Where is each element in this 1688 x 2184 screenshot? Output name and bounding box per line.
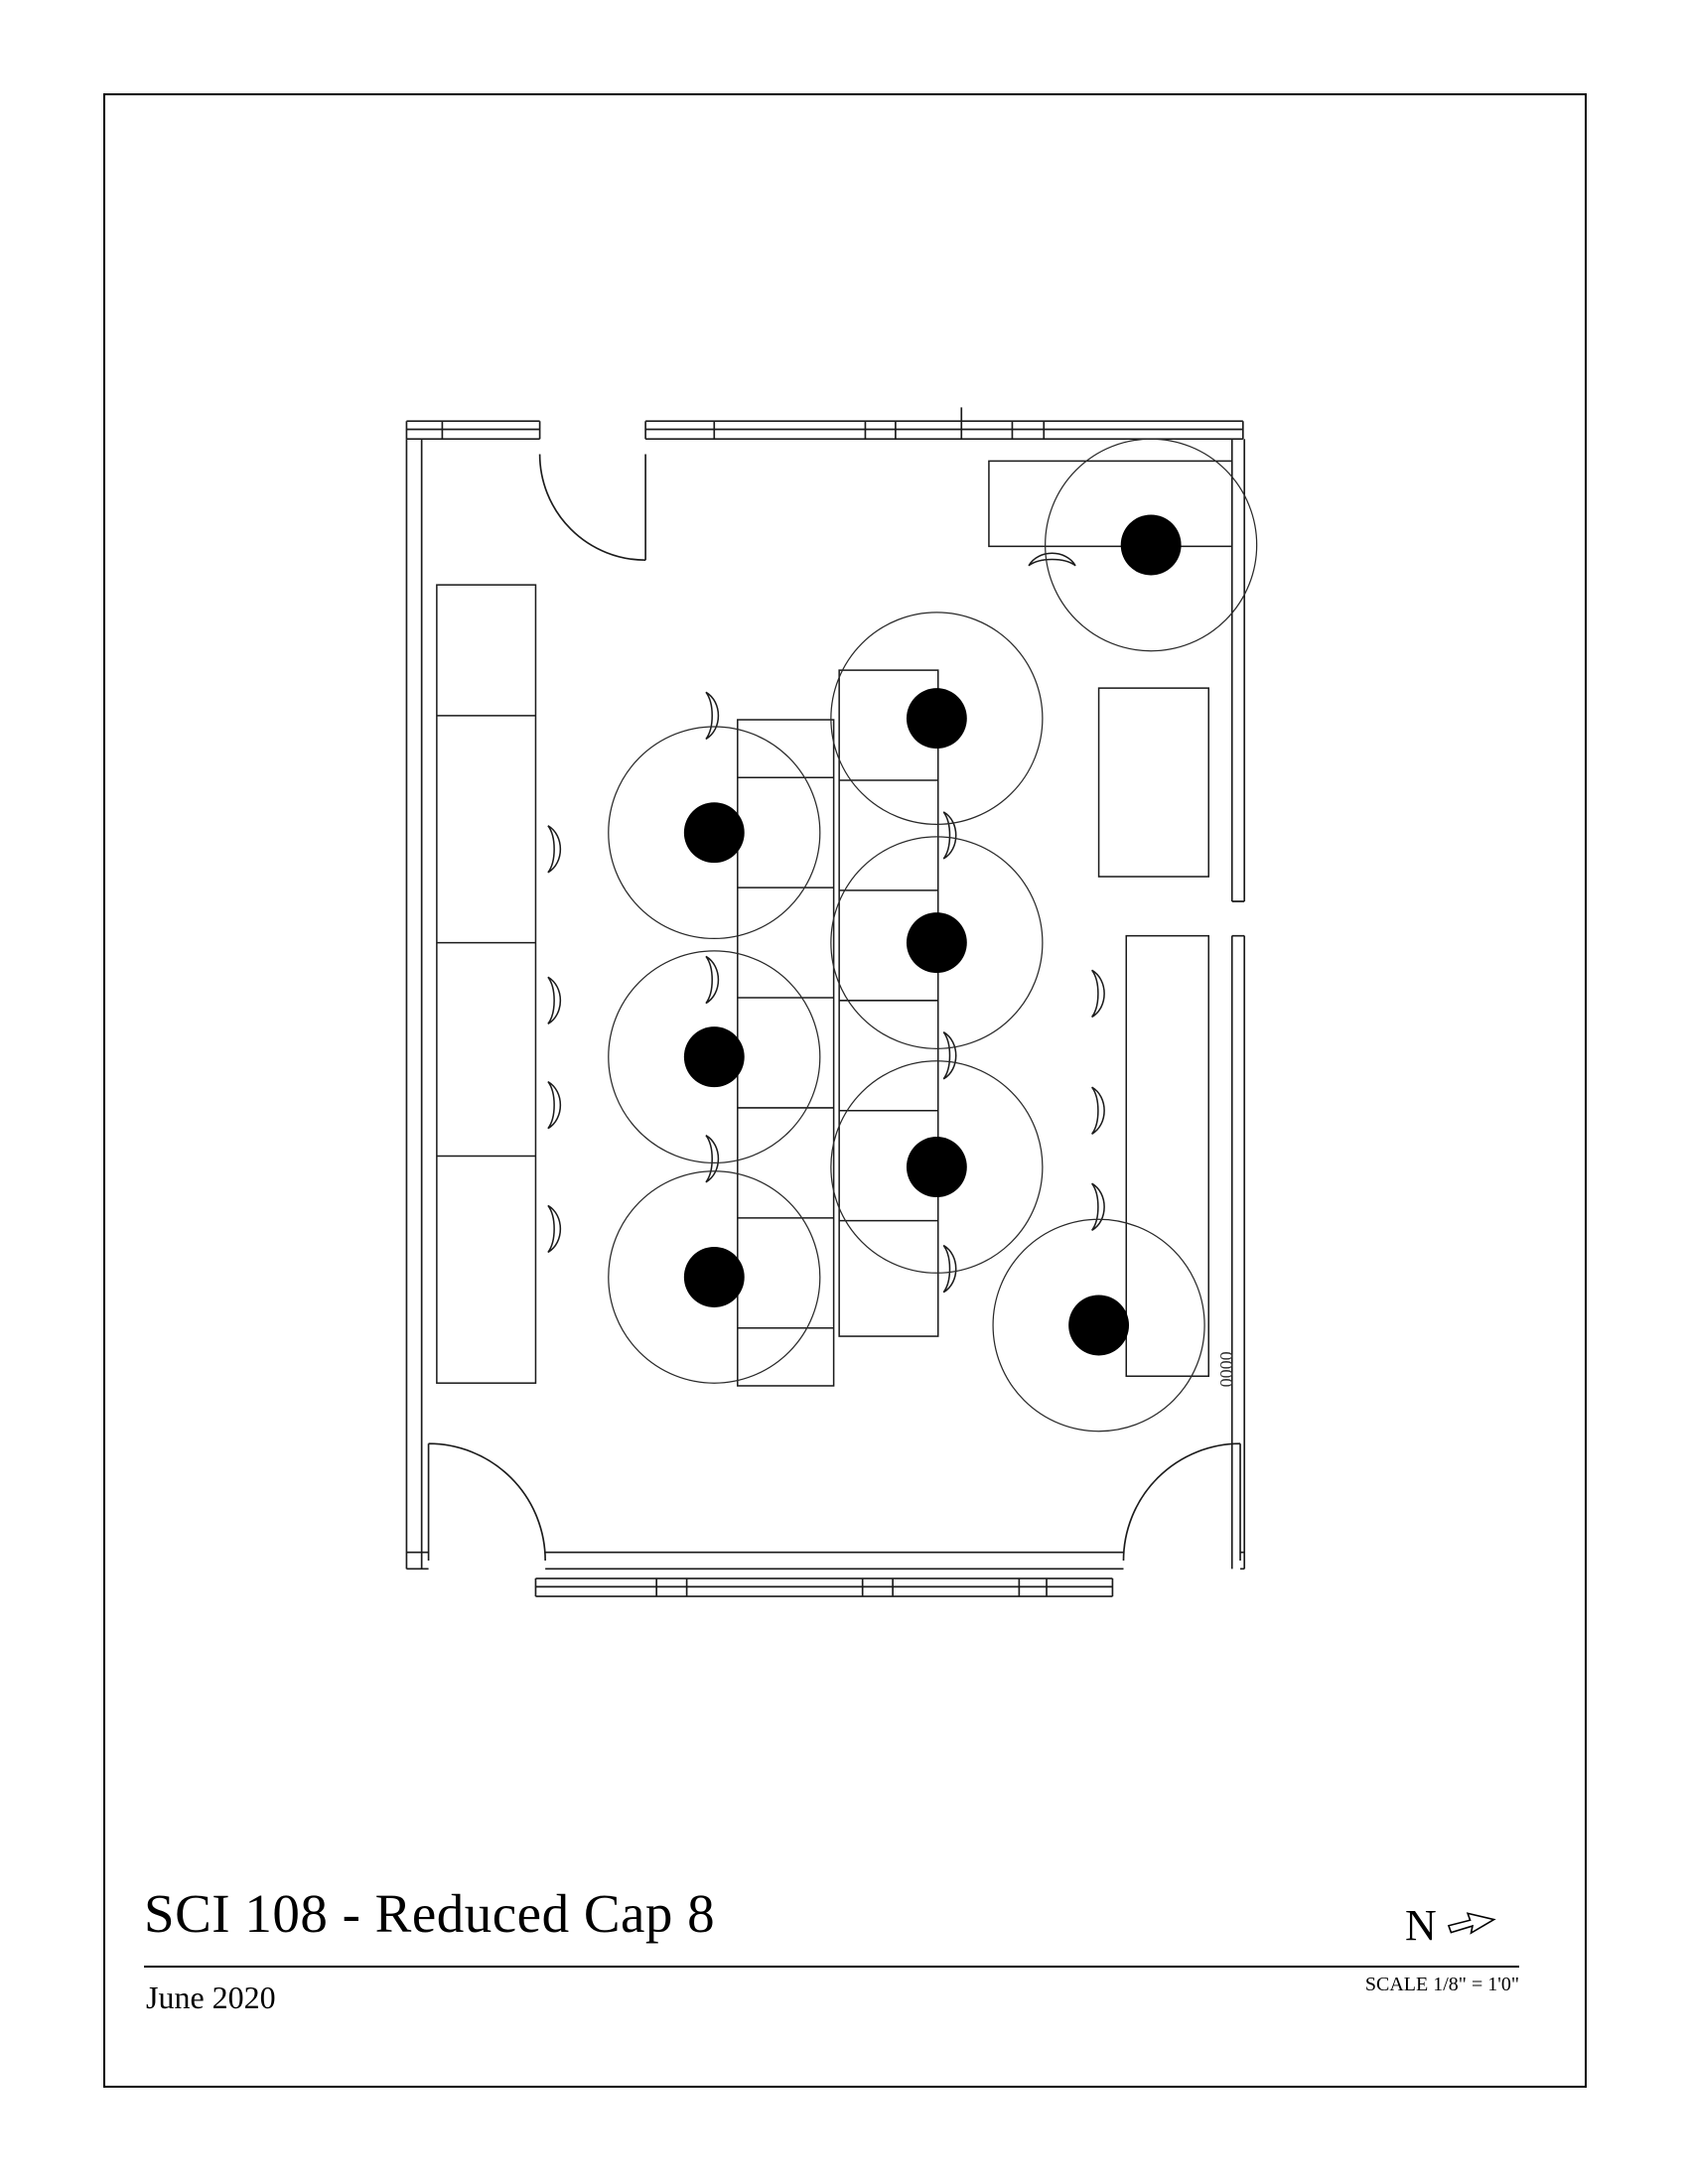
distancing-circle bbox=[830, 1060, 1044, 1274]
left-casework bbox=[436, 584, 537, 1384]
window-band-bottom bbox=[534, 1577, 1114, 1597]
seat-dot bbox=[906, 912, 967, 974]
seat-dot bbox=[906, 688, 967, 750]
seat-dot bbox=[683, 1246, 745, 1307]
north-arrow-icon bbox=[1447, 1911, 1496, 1935]
right-desk bbox=[1125, 934, 1210, 1378]
equipment-cabinet bbox=[1097, 687, 1210, 878]
seat-dot bbox=[683, 1026, 745, 1088]
seat-dot bbox=[906, 1137, 967, 1198]
seats-layer bbox=[608, 438, 1258, 1433]
distancing-circle bbox=[1045, 438, 1258, 652]
student-desks-right-column bbox=[838, 669, 939, 1337]
plan-title: SCI 108 - Reduced Cap 8 bbox=[144, 1883, 716, 1944]
seat-dot bbox=[1068, 1295, 1130, 1356]
north-label: N bbox=[1405, 1901, 1437, 1950]
chair-symbols bbox=[547, 552, 1105, 1294]
distancing-circle bbox=[608, 950, 821, 1164]
distancing-circle bbox=[608, 726, 821, 940]
page-border bbox=[103, 93, 1587, 2088]
north-indicator: N bbox=[1405, 1900, 1500, 1951]
distancing-circle bbox=[992, 1218, 1205, 1433]
seat-dot bbox=[1120, 514, 1182, 576]
door-swings bbox=[427, 454, 1241, 1562]
walls bbox=[405, 439, 1246, 1570]
teacher-desk bbox=[988, 460, 1233, 548]
plan-date: June 2020 bbox=[146, 1979, 276, 2015]
distancing-circle bbox=[608, 1170, 821, 1384]
title-rule bbox=[144, 1966, 1519, 1968]
seat-dot bbox=[683, 802, 745, 864]
fixture-label: 0000 bbox=[1216, 1351, 1236, 1387]
window-band-top bbox=[405, 407, 1244, 441]
distancing-circle bbox=[830, 612, 1044, 825]
distancing-circle bbox=[830, 836, 1044, 1049]
scale-label: SCALE 1/8" = 1'0" bbox=[1364, 1974, 1519, 1995]
